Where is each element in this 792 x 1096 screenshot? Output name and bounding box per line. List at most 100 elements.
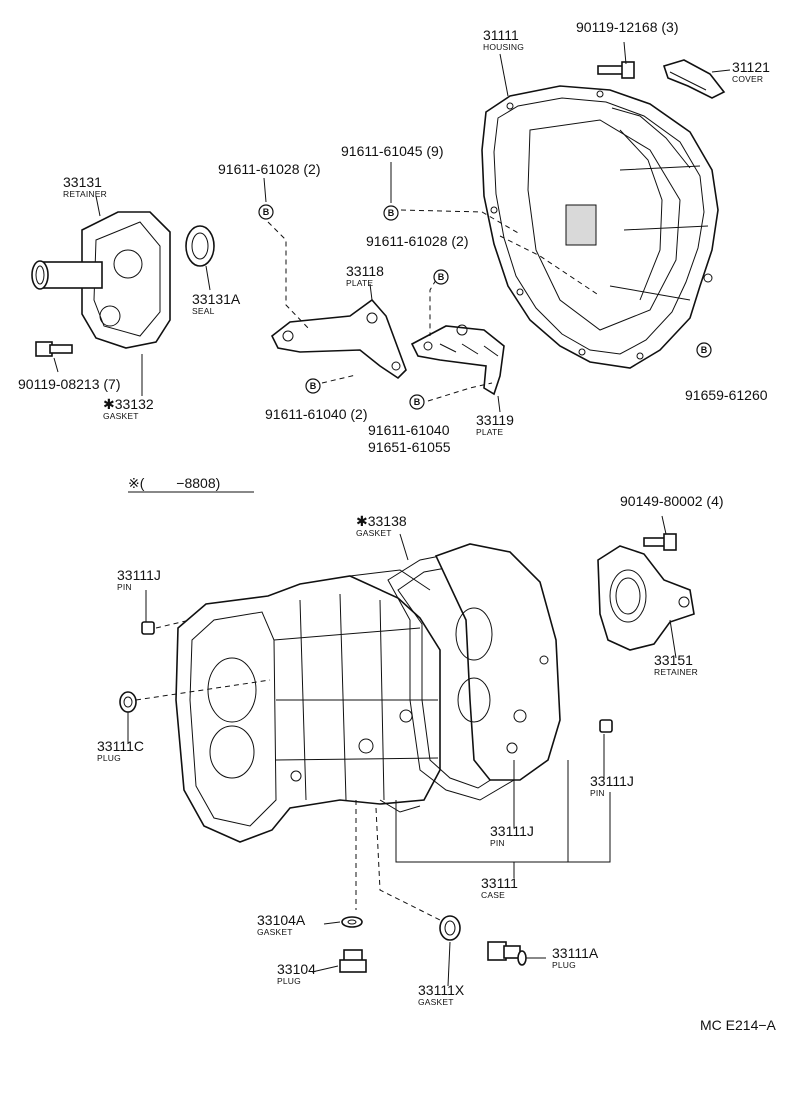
pin-33111j-b-drawing	[599, 719, 613, 733]
bolt-marker-m6: B	[696, 342, 712, 358]
label-90149-80002: 90149-80002 (4)	[620, 493, 724, 509]
part-name: HOUSING	[483, 42, 524, 52]
part-number: ✱33132	[103, 396, 154, 412]
part-name: SEAL	[192, 306, 215, 316]
bolt-marker-m4: B	[305, 378, 321, 394]
plate-33119-drawing	[410, 324, 505, 396]
marker-circle	[409, 394, 425, 410]
part-name: GASKET	[257, 927, 293, 937]
part-number: 91611-61040 (2)	[265, 406, 367, 422]
plug-33111c-drawing	[119, 691, 137, 713]
part-number: 33151	[654, 652, 693, 668]
date-note: ※( −8808)	[128, 475, 220, 491]
bolt-90149-80002-drawing	[643, 533, 677, 551]
part-number: 90119-12168 (3)	[576, 19, 678, 35]
part-number: 91659-61260	[685, 387, 768, 403]
bolt-markers: B B B B B B	[258, 204, 712, 410]
plate-33118-drawing	[270, 298, 407, 380]
pin-33111j-a-drawing	[141, 621, 155, 635]
part-number: 33118	[346, 263, 384, 279]
marker-letter: B	[263, 207, 270, 217]
marker-circle	[383, 205, 399, 221]
label-91651-61055: 91651-61055	[368, 439, 451, 455]
gasket-33104a-drawing	[341, 916, 363, 928]
label-91611-61028a: 91611-61028 (2)	[218, 161, 320, 177]
part-name: PIN	[590, 788, 605, 798]
part-number: 91651-61055	[368, 439, 451, 455]
marker-letter: B	[388, 208, 395, 218]
part-number: 90119-08213 (7)	[18, 376, 120, 392]
label-91611-61028b: 91611-61028 (2)	[366, 233, 468, 249]
part-name: PIN	[117, 582, 132, 592]
part-number: 33131A	[192, 291, 241, 307]
marker-letter: B	[414, 397, 421, 407]
label-91611-61045: 91611-61045 (9)	[341, 143, 443, 159]
part-number: 91611-61028 (2)	[366, 233, 468, 249]
part-number: 33131	[63, 174, 102, 190]
part-name: GASKET	[418, 997, 454, 1007]
marker-circle	[305, 378, 321, 394]
part-name: GASKET	[356, 528, 392, 538]
part-number: 31121	[732, 59, 770, 75]
marker-circle	[258, 204, 274, 220]
bolt-marker-m1: B	[258, 204, 274, 220]
part-name: PIN	[490, 838, 505, 848]
part-name: GASKET	[103, 411, 139, 421]
label-91611-61040b: 91611-61040	[368, 422, 450, 438]
part-name: COVER	[732, 74, 763, 84]
marker-letter: B	[701, 345, 708, 355]
marker-circle	[433, 269, 449, 285]
plug-33111a-drawing	[487, 941, 527, 966]
part-name: CASE	[481, 890, 505, 900]
bolt-marker-m3: B	[433, 269, 449, 285]
part-number: 33104	[277, 961, 316, 977]
bolt-marker-m5: B	[409, 394, 425, 410]
bolt-90119-08213-drawing	[35, 341, 73, 357]
part-number: 33111J	[490, 823, 534, 839]
label-91611-61040a: 91611-61040 (2)	[265, 406, 367, 422]
part-number: 91611-61045 (9)	[341, 143, 443, 159]
part-number: 33111J	[117, 567, 161, 583]
part-number: 91611-61040	[368, 422, 450, 438]
gasket-33111x-drawing	[439, 915, 461, 941]
retainer-33151-drawing	[597, 545, 695, 651]
part-number: 33111C	[97, 738, 144, 754]
part-number: 90149-80002 (4)	[620, 493, 724, 509]
part-number: 33111A	[552, 945, 599, 961]
part-name: PLUG	[552, 960, 576, 970]
retainer-33131-drawing	[31, 211, 171, 349]
plug-33104-drawing	[339, 949, 367, 973]
label-90119-12168: 90119-12168 (3)	[576, 19, 678, 35]
part-name: PLUG	[97, 753, 121, 763]
part-number: 33111J	[590, 773, 634, 789]
part-number: 91611-61028 (2)	[218, 161, 320, 177]
part-number: 33111X	[418, 982, 465, 998]
part-number: 33119	[476, 412, 514, 428]
seal-33131a-drawing	[185, 225, 215, 267]
part-number: 31111	[483, 27, 519, 43]
part-name: RETAINER	[654, 667, 698, 677]
part-name: PLATE	[476, 427, 503, 437]
marker-letter: B	[310, 381, 317, 391]
part-name: PLATE	[346, 278, 373, 288]
intermediate-plate-drawing	[434, 543, 561, 781]
